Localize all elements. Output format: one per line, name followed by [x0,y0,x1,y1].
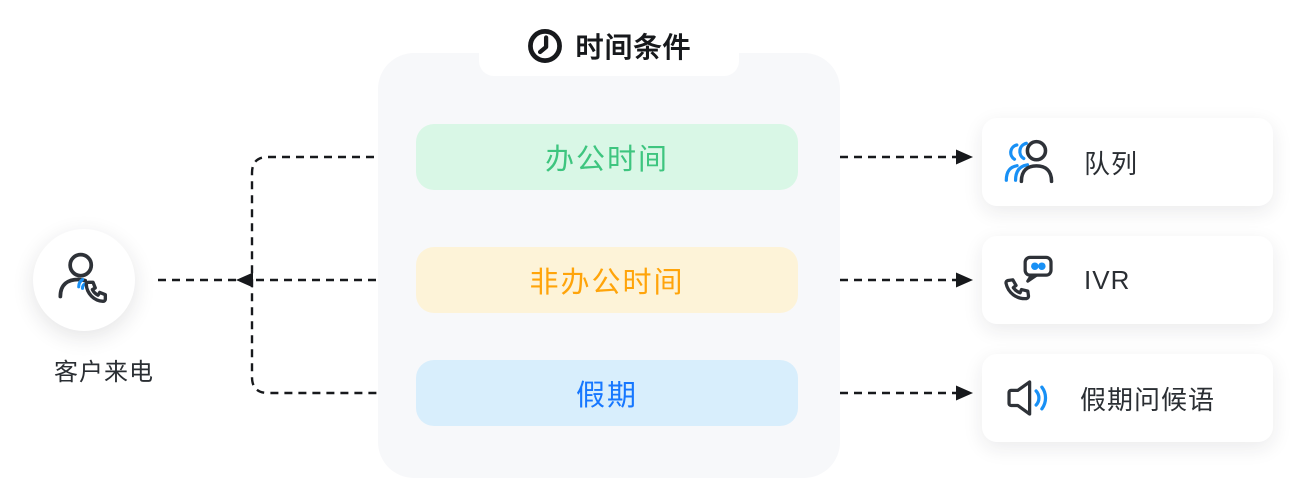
target-card-holiday-greeting: 假期问候语 [982,354,1273,442]
source-node-customer-call [33,229,135,331]
target-card-ivr: IVR [982,236,1273,324]
panel-title-text: 时间条件 [575,32,692,63]
panel-title: 时间条件 [378,24,840,68]
branch-non-office-hours: 非办公时间 [416,247,798,313]
ivr-phone-bubble-icon [1004,255,1053,301]
target-card-queue: 队列 [982,118,1273,206]
arrowhead-ivr [956,272,973,288]
source-node-label: 客户来电 [54,359,154,386]
target-card-label: IVR [1084,264,1131,295]
branch-office-hours: 办公时间 [416,124,798,190]
target-card-label: 假期问候语 [1080,384,1216,415]
branch-holiday: 假期 [416,360,798,426]
arrowhead-greeting [956,385,973,401]
target-card-label: 队列 [1084,148,1139,179]
queue-people-icon [1004,139,1054,184]
arrowhead-junction [236,272,253,288]
arrowhead-queue [956,149,973,165]
holiday-greeting-speaker-icon [1007,380,1048,416]
caller-person-phone-icon [58,252,108,304]
clock-icon [528,29,563,63]
